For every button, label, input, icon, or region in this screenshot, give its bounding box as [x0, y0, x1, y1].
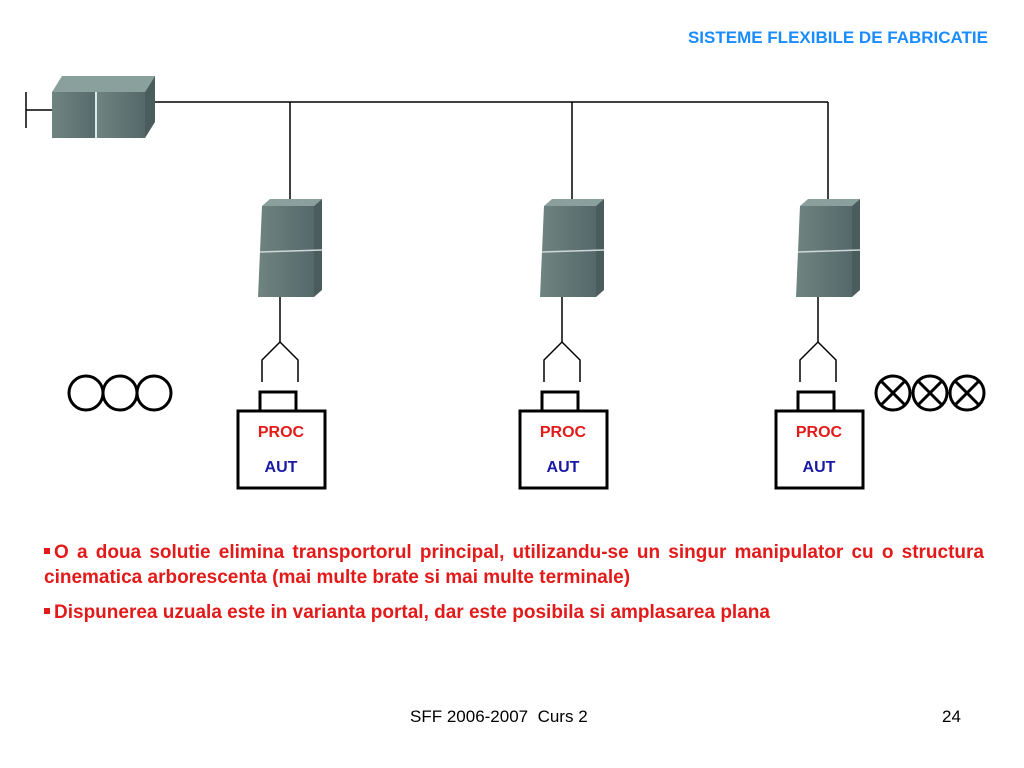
bullet-item: Dispunerea uzuala este in varianta porta… [44, 600, 984, 625]
station-1-top-label: PROC [258, 424, 305, 441]
machine-cap [540, 390, 580, 414]
footer-course: SFF 2006-2007 Curs 2 [410, 707, 588, 726]
gripper [799, 340, 837, 382]
page-number: 24 [942, 707, 961, 726]
arm-station-3 [774, 102, 865, 490]
bullet-square-icon [44, 548, 50, 555]
bullet-item: O a doua solutie elimina transportorul p… [44, 540, 984, 590]
station-2-bottom-label: AUT [547, 459, 580, 476]
machine-box [236, 409, 327, 490]
bullet-text: Dispunerea uzuala este in varianta porta… [54, 602, 770, 623]
bullet-square-icon [44, 608, 50, 615]
gripper [261, 340, 299, 382]
arm-station-2 [518, 102, 609, 490]
arm-module [540, 199, 605, 297]
station-3-bottom-label: AUT [803, 459, 836, 476]
bullet-list: O a doua solutie elimina transportorul p… [44, 540, 984, 635]
station-2-top-label: PROC [540, 424, 587, 441]
crossed-circles-icon [874, 374, 986, 412]
arm-module [796, 199, 861, 297]
arm-station-1 [236, 102, 327, 490]
station-3-top-label: PROC [796, 424, 843, 441]
arm-module [258, 199, 323, 297]
empty-circles-icon [67, 374, 173, 412]
station-1-bottom-label: AUT [265, 459, 298, 476]
base-carriage [52, 76, 155, 138]
machine-box [518, 409, 609, 490]
gripper [543, 340, 581, 382]
slide-title: SISTEME FLEXIBILE DE FABRICATIE [687, 28, 988, 47]
machine-cap [796, 390, 836, 414]
machine-box [774, 409, 865, 490]
machine-cap [258, 390, 298, 414]
bullet-text: O a doua solutie elimina transportorul p… [44, 542, 984, 588]
